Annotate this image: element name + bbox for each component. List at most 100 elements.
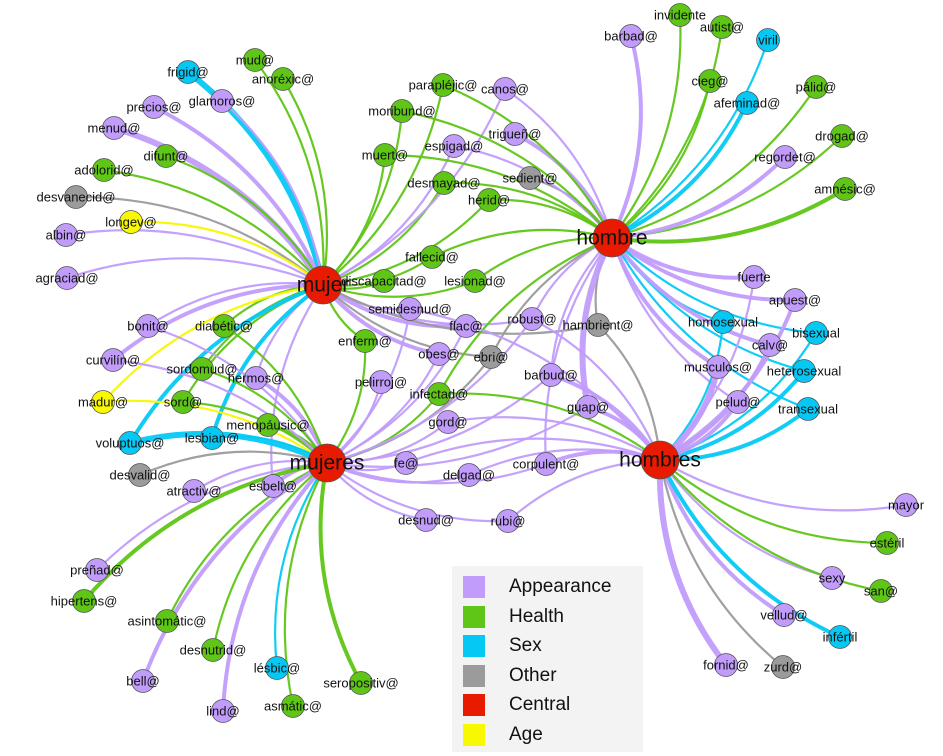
node-canos[interactable] xyxy=(493,77,517,101)
node-label-moribund: moribund@ xyxy=(368,104,435,119)
node-desmayad[interactable] xyxy=(432,171,456,195)
node-infectad[interactable] xyxy=(427,382,451,406)
node-atractiv[interactable] xyxy=(182,479,206,503)
node-precios[interactable] xyxy=(142,95,166,119)
node-hambrient[interactable] xyxy=(586,313,610,337)
node-delgad[interactable] xyxy=(457,463,481,487)
node-desnutrid[interactable] xyxy=(201,638,225,662)
node-mayor[interactable] xyxy=(894,493,918,517)
node-lesionad[interactable] xyxy=(463,269,487,293)
node-vellud[interactable] xyxy=(772,603,796,627)
node-seropositiv[interactable] xyxy=(349,671,373,695)
node-semidesnud[interactable] xyxy=(398,297,422,321)
node-guap[interactable] xyxy=(576,395,600,419)
node-obes[interactable] xyxy=(427,342,451,366)
node-transexual[interactable] xyxy=(796,397,820,421)
node-lind[interactable] xyxy=(211,699,235,723)
node-rubi[interactable] xyxy=(496,509,520,533)
node-enferm[interactable] xyxy=(353,329,377,353)
node-difunt[interactable] xyxy=(154,144,178,168)
node-herid[interactable] xyxy=(477,188,501,212)
node-espigad[interactable] xyxy=(442,134,466,158)
node-autist[interactable] xyxy=(710,15,734,39)
node-zurd[interactable] xyxy=(771,655,795,679)
node-adolorid[interactable] xyxy=(92,158,116,182)
node-sord[interactable] xyxy=(171,390,195,414)
node-albin[interactable] xyxy=(54,223,78,247)
node-hombre[interactable] xyxy=(592,218,632,258)
node-moribund[interactable] xyxy=(390,99,414,123)
node-longev[interactable] xyxy=(119,210,143,234)
node-triguen[interactable] xyxy=(503,122,527,146)
node-menud[interactable] xyxy=(102,116,126,140)
node-fuerte[interactable] xyxy=(742,265,766,289)
node-glamoros[interactable] xyxy=(210,89,234,113)
node-fornid[interactable] xyxy=(714,653,738,677)
node-barbad[interactable] xyxy=(619,24,643,48)
node-lesbic[interactable] xyxy=(265,656,289,680)
node-drogad[interactable] xyxy=(830,124,854,148)
node-discapacitad[interactable] xyxy=(372,269,396,293)
node-desnud[interactable] xyxy=(414,508,438,532)
node-label-amnesic: amnésic@ xyxy=(814,182,876,197)
node-sedient[interactable] xyxy=(518,166,542,190)
node-esbelt[interactable] xyxy=(261,474,285,498)
node-prenad[interactable] xyxy=(85,558,109,582)
node-apuest[interactable] xyxy=(783,288,807,312)
node-desvanecid[interactable] xyxy=(64,185,88,209)
node-asintomatic[interactable] xyxy=(155,609,179,633)
node-heterosexual[interactable] xyxy=(792,359,816,383)
node-label-viril: viril xyxy=(758,33,778,48)
node-ebri[interactable] xyxy=(479,345,503,369)
node-calv[interactable] xyxy=(758,333,782,357)
node-bell[interactable] xyxy=(131,669,155,693)
node-menopausic[interactable] xyxy=(256,413,280,437)
edge-hombres-semidesnud xyxy=(409,307,661,461)
node-voluptuos[interactable] xyxy=(118,431,142,455)
node-amnesic[interactable] xyxy=(833,177,857,201)
node-cieg[interactable] xyxy=(698,69,722,93)
node-regordet[interactable] xyxy=(773,145,797,169)
node-invidente[interactable] xyxy=(668,3,692,27)
node-palid[interactable] xyxy=(804,75,828,99)
node-hermos[interactable] xyxy=(244,366,268,390)
node-hombres[interactable] xyxy=(640,440,680,480)
edge-mujeres-curvilin xyxy=(112,358,328,464)
node-paraplejic[interactable] xyxy=(431,73,455,97)
edge-hombre-viril xyxy=(611,39,770,239)
node-fe[interactable] xyxy=(394,451,418,475)
node-mujer[interactable] xyxy=(303,265,343,305)
node-anorexic[interactable] xyxy=(271,67,295,91)
node-mujeres[interactable] xyxy=(307,443,347,483)
node-hipertens[interactable] xyxy=(72,589,96,613)
node-sordomud[interactable] xyxy=(190,357,214,381)
node-afeminad[interactable] xyxy=(735,91,759,115)
node-diabetic[interactable] xyxy=(212,314,236,338)
node-agraciad[interactable] xyxy=(55,266,79,290)
node-robust[interactable] xyxy=(520,307,544,331)
node-musculos[interactable] xyxy=(706,355,730,379)
node-barbud[interactable] xyxy=(539,363,563,387)
node-asmatic[interactable] xyxy=(281,694,305,718)
node-gord[interactable] xyxy=(436,410,460,434)
node-infertil[interactable] xyxy=(828,625,852,649)
node-san[interactable] xyxy=(869,579,893,603)
node-desvalid[interactable] xyxy=(128,463,152,487)
node-pelud[interactable] xyxy=(726,390,750,414)
node-homosexual[interactable] xyxy=(711,310,735,334)
node-flac[interactable] xyxy=(454,314,478,338)
node-fallecid[interactable] xyxy=(420,245,444,269)
node-pelirroj[interactable] xyxy=(369,370,393,394)
node-muert[interactable] xyxy=(373,143,397,167)
node-frigid[interactable] xyxy=(176,60,200,84)
node-curvilin[interactable] xyxy=(101,348,125,372)
node-lesbian[interactable] xyxy=(200,426,224,450)
node-sexy[interactable] xyxy=(820,566,844,590)
node-mud[interactable] xyxy=(243,48,267,72)
node-bisexual[interactable] xyxy=(804,321,828,345)
node-bonit[interactable] xyxy=(136,314,160,338)
node-esteril[interactable] xyxy=(875,531,899,555)
node-viril[interactable] xyxy=(756,28,780,52)
node-corpulent[interactable] xyxy=(534,452,558,476)
node-madur[interactable] xyxy=(91,390,115,414)
